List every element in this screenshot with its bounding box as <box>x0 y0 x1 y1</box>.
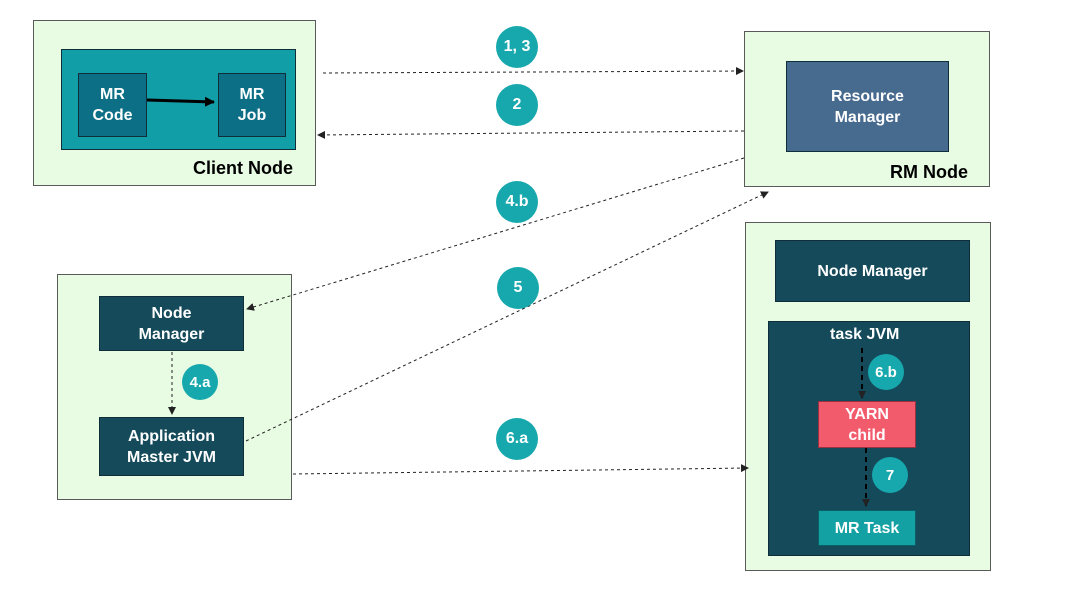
application-master-box: Application Master JVM <box>99 417 244 476</box>
mr-job-box: MR Job <box>218 73 286 137</box>
resource-manager-box: Resource Manager <box>786 61 949 152</box>
yarn-child-box: YARN child <box>818 401 916 448</box>
mr-code-box: MR Code <box>78 73 147 137</box>
worker-node-manager-box: Node Manager <box>775 240 970 302</box>
am-node: Node Manager Application Master JVM <box>57 274 292 500</box>
step-badge-4b: 4.b <box>496 181 538 223</box>
arrow-rm-to-node-manager <box>246 157 745 311</box>
step-badge-6a: 6.a <box>496 418 538 460</box>
step-badge-4a: 4.a <box>182 364 218 400</box>
client-node: MR Code MR Job Client Node <box>33 20 316 186</box>
step-badge-6b: 6.b <box>868 354 904 390</box>
rm-node: Resource Manager RM Node <box>744 31 990 187</box>
mr-task-box: MR Task <box>818 510 916 546</box>
step-badge-5: 5 <box>497 267 539 309</box>
step-badge-1-3: 1, 3 <box>496 26 538 68</box>
arrow-am-to-rm <box>245 191 769 442</box>
code-to-job-arrow <box>146 96 215 107</box>
rm-node-label: RM Node <box>890 162 968 182</box>
arrow-client-to-rm <box>322 67 744 76</box>
arrow-rm-to-client <box>317 130 745 139</box>
step-badge-2: 2 <box>496 84 538 126</box>
step-badge-7: 7 <box>872 457 908 493</box>
am-node-manager-box: Node Manager <box>99 296 244 351</box>
worker-node: Node Manager task JVM YARN child MR Task <box>745 222 991 571</box>
task-jvm-label: task JVM <box>830 326 900 343</box>
arrow-am-to-worker <box>292 464 749 475</box>
client-node-label: Client Node <box>193 158 294 178</box>
